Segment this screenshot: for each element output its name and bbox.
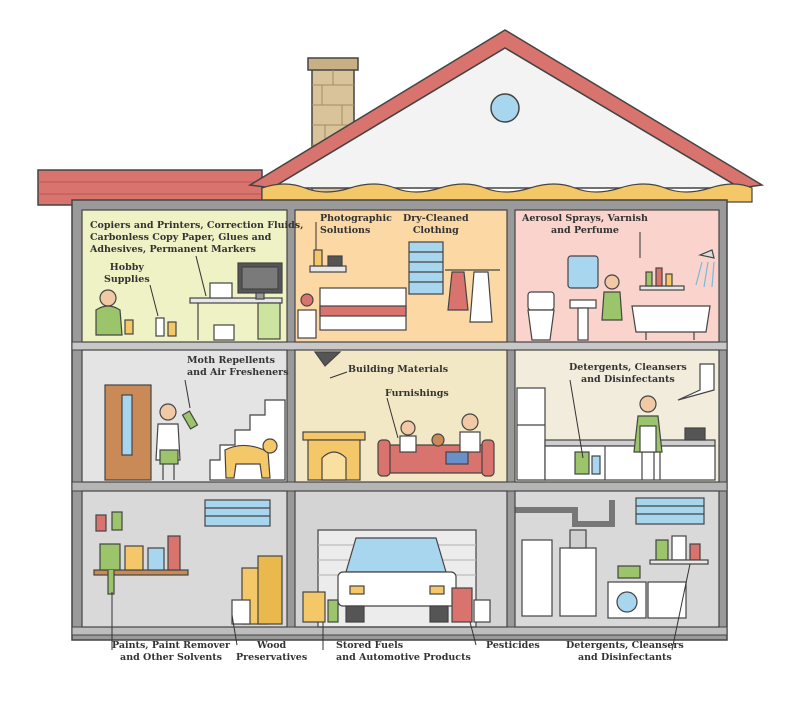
label-moth-repellents: Moth Repellents and Air Fresheners: [187, 355, 289, 378]
room-outlines: [81, 209, 720, 628]
hallway-details: [104, 384, 286, 481]
label-furnishings: Furnishings: [385, 388, 449, 399]
label-copiers: Copiers and Printers, Correction Fluids,…: [90, 220, 304, 255]
label-dry-cleaned-clothing: Dry-Cleaned Clothing: [403, 213, 469, 236]
kitchen-fixtures: [516, 363, 716, 481]
label-building-materials: Building Materials: [348, 364, 449, 375]
living-room-furniture: [302, 351, 495, 481]
label-wood-preservatives: Wood Preservatives: [236, 640, 308, 663]
laundry-fixtures: [515, 497, 709, 619]
garage-items: [302, 529, 491, 628]
office-furniture: [95, 262, 283, 341]
label-detergents-laundry: Detergents, Cleansers and Disinfectants: [566, 640, 684, 663]
bedroom-furniture: [297, 241, 500, 339]
label-photographic-solutions: Photographic Solutions: [320, 213, 392, 236]
label-paints: Paints, Paint Remover and Other Solvents: [112, 640, 231, 663]
label-detergents-kitchen: Detergents, Cleansers and Disinfectants: [569, 362, 687, 385]
bathroom-fixtures: [527, 249, 715, 341]
label-pesticides: Pesticides: [486, 640, 540, 651]
label-hobby-supplies: Hobby Supplies: [104, 262, 150, 285]
label-stored-fuels: Stored Fuels and Automotive Products: [336, 640, 471, 663]
main-roof: [247, 29, 765, 203]
storage-items: [93, 499, 283, 625]
label-aerosol-sprays: Aerosol Sprays, Varnish and Perfume: [522, 213, 648, 236]
leader-lines: [111, 222, 691, 651]
